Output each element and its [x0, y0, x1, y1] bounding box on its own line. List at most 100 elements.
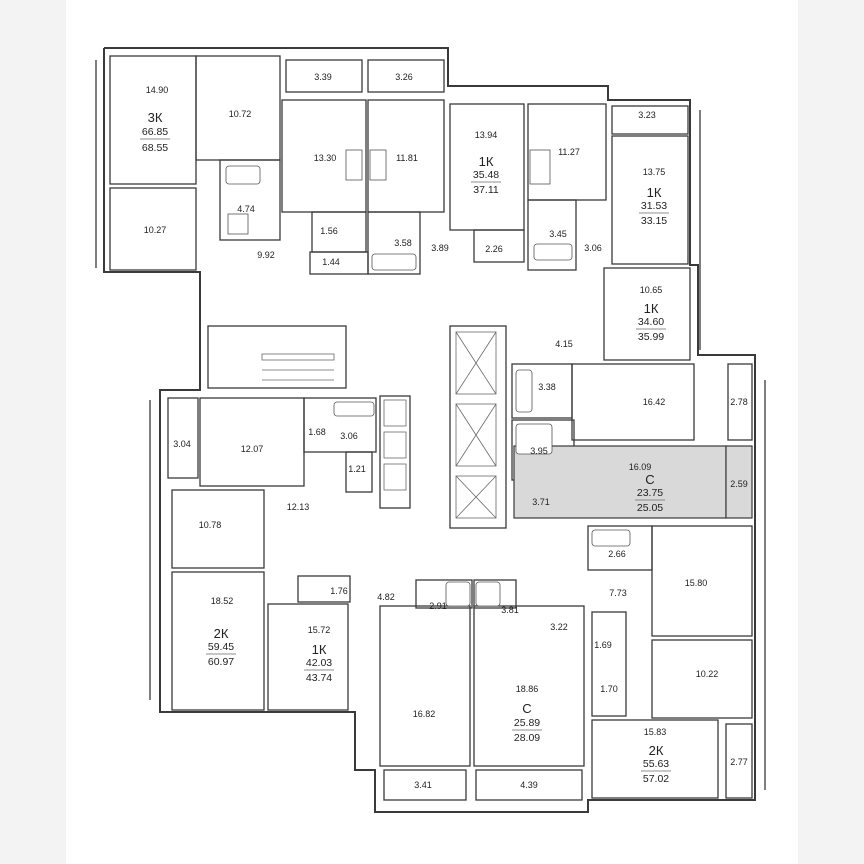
- room-area-label: 2.91: [429, 601, 447, 611]
- apartment-living-area: 25.89: [514, 717, 540, 729]
- room-area-label: 11.27: [558, 147, 580, 157]
- room-area-label: 3.71: [532, 497, 550, 507]
- right-margin: [798, 0, 864, 864]
- room-area-label: 3.58: [394, 238, 412, 248]
- room-area-label: 4.74: [237, 204, 255, 214]
- apartment-a2-walls: [449, 103, 525, 263]
- apartment-total-area: 35.99: [638, 331, 664, 343]
- room-area-label: 15.83: [644, 727, 667, 737]
- room-area-label: 16.82: [413, 709, 436, 719]
- room-area-label: 1.21: [348, 464, 366, 474]
- room-area-label: 3.06: [340, 431, 358, 441]
- apartment-a4-walls: [603, 267, 691, 361]
- apartment-type: С: [645, 472, 654, 487]
- room-area-label: 9.92: [257, 250, 275, 260]
- apartment-type: 2К: [649, 743, 664, 758]
- apartment-a3-walls: [611, 105, 689, 265]
- room-area-label: 3.38: [538, 382, 556, 392]
- apartment-label-a1: 3К 66.85 68.55: [140, 110, 170, 154]
- apartment-a1-walls: [109, 55, 281, 271]
- room-area-label: 18.86: [516, 684, 539, 694]
- room-labels: 14.90 10.72 10.27 4.74 9.92 3.39 3.26 13…: [144, 72, 748, 790]
- room-area-label: 12.13: [287, 502, 310, 512]
- lower-right-walls: [587, 525, 753, 799]
- room-area-label: 4.15: [555, 339, 573, 349]
- apartment-living-area: 55.63: [643, 758, 669, 770]
- room-area-label: 3.26: [395, 72, 413, 82]
- room-area-label: 1.44: [322, 257, 340, 267]
- apartment-label-a8: С 25.89 28.09: [512, 701, 542, 744]
- apartment-type: 1К: [479, 154, 494, 169]
- room-area-label: 1.76: [330, 586, 348, 596]
- room-area-label: 10.65: [640, 285, 663, 295]
- room-area-label: 1.69: [594, 640, 612, 650]
- room-area-label: 10.27: [144, 225, 167, 235]
- apartment-living-area: 35.48: [473, 169, 499, 181]
- apartment-11-27-walls: [527, 103, 607, 271]
- room-area-label: 3.41: [414, 780, 432, 790]
- room-area-label: 3.39: [314, 72, 332, 82]
- room-area-label: 16.09: [629, 462, 652, 472]
- stair-elevator-core: [207, 325, 507, 529]
- apartment-total-area: 25.05: [637, 502, 663, 514]
- apartment-living-area: 23.75: [637, 487, 663, 499]
- apartment-total-area: 33.15: [641, 215, 667, 227]
- room-area-label: 15.72: [308, 625, 331, 635]
- room-area-label: 16.42: [643, 397, 666, 407]
- room-area-label: 1.56: [320, 226, 338, 236]
- room-area-label: 3.22: [550, 622, 568, 632]
- apartment-type: 3К: [148, 110, 163, 125]
- highlighted-apartment-a5: [513, 445, 727, 519]
- room-area-label: 2.77: [730, 757, 748, 767]
- room-area-label: 13.75: [643, 167, 666, 177]
- room-area-label: 13.30: [314, 153, 337, 163]
- apartment-type: 1К: [312, 642, 327, 657]
- room-area-label: 7.73: [609, 588, 627, 598]
- building-outline: [95, 47, 766, 813]
- room-area-label: 11.81: [396, 153, 418, 163]
- apartment-type: С: [522, 701, 531, 716]
- room-area-label: 2.78: [730, 397, 748, 407]
- room-area-label: 14.90: [146, 85, 169, 95]
- apartment-top-center-walls: [281, 59, 445, 275]
- left-middle-walls: [167, 397, 377, 569]
- room-area-label: 3.06: [584, 243, 602, 253]
- apartment-type: 2К: [214, 626, 229, 641]
- room-area-label: 18.52: [211, 596, 234, 606]
- apartment-living-area: 42.03: [306, 657, 332, 669]
- room-area-label: 1.70: [600, 684, 618, 694]
- apartment-type: 1К: [644, 301, 659, 316]
- room-area-label: 12.07: [241, 444, 264, 454]
- apartment-label-a6: 2К 59.45 60.97: [206, 626, 236, 668]
- room-area-label: 4.39: [520, 780, 538, 790]
- right-column-walls: [511, 363, 753, 519]
- apartment-total-area: 37.11: [473, 184, 499, 196]
- room-area-label: 10.78: [199, 520, 222, 530]
- room-area-label: 3.04: [173, 439, 191, 449]
- apartment-labels: 3К 66.85 68.55 1К 35.48 37.11 1К 31.53 3…: [140, 110, 671, 785]
- apartment-label-a3: 1К 31.53 33.15: [639, 185, 669, 227]
- apartment-total-area: 68.55: [142, 142, 168, 154]
- apartment-total-area: 60.97: [208, 656, 234, 668]
- left-margin: [0, 0, 66, 864]
- room-area-label: 3.89: [431, 243, 449, 253]
- room-area-label: 15.80: [685, 578, 708, 588]
- room-area-label: 2.66: [608, 549, 626, 559]
- room-area-label: 3.45: [549, 229, 567, 239]
- lower-center-walls: [379, 579, 585, 801]
- apartment-label-a4: 1К 34.60 35.99: [636, 301, 666, 343]
- apartment-type: 1К: [647, 185, 662, 200]
- apartment-living-area: 59.45: [208, 641, 234, 653]
- room-area-label: 3.95: [530, 446, 548, 456]
- room-area-label: 3.81: [501, 605, 519, 615]
- room-area-label: 1.68: [308, 427, 326, 437]
- room-area-label: 13.94: [475, 130, 498, 140]
- room-area-label: 3.23: [638, 110, 656, 120]
- room-area-label: 2.26: [485, 244, 503, 254]
- apartment-label-a2: 1К 35.48 37.11: [471, 154, 501, 196]
- apartment-living-area: 34.60: [638, 316, 664, 328]
- apartment-total-area: 43.74: [306, 672, 332, 684]
- apartment-label-a5: С 23.75 25.05: [635, 472, 665, 514]
- apartment-label-a9: 2К 55.63 57.02: [641, 743, 671, 785]
